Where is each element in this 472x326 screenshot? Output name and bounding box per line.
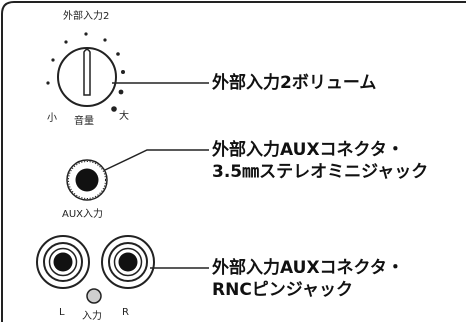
rca-jack-left[interactable] [36,235,90,289]
callout-aux-mini-line-1: 外部入力AUXコネクタ・ [212,140,404,160]
rca-left-label: L [59,307,65,318]
input-indicator [86,288,102,304]
dial-title-label: 外部入力2 [63,11,110,22]
callout-aux-mini-line-2: 3.5㎜ステレオミニジャック [212,162,429,182]
callout-aux-mini: 外部入力AUXコネクタ・ 3.5㎜ステレオミニジャック [212,139,428,183]
dial-ticks [46,32,125,112]
aux-mini-jack[interactable] [66,159,108,201]
rca-jack-right[interactable] [101,235,155,289]
leader-lines [104,82,209,269]
panel-outline [1,1,466,322]
callout-rca-line-1: 外部入力AUXコネクタ・ [212,258,404,278]
callout-volume: 外部入力2ボリューム [212,72,376,94]
rca-right-label: R [122,307,129,318]
volume-knob[interactable] [57,47,117,107]
callout-volume-line-1: 外部入力2ボリューム [212,73,377,93]
leader-line-aux [104,149,209,171]
callout-rca-line-2: RNCピンジャック [212,280,353,300]
rca-input-label: 入力 [82,311,102,322]
aux-jack-label: AUX入力 [62,209,104,220]
dial-max-label: 大 [119,111,129,122]
dial-center-label: 音量 [74,116,94,127]
dial-min-label: 小 [47,113,57,124]
callout-rca: 外部入力AUXコネクタ・ RNCピンジャック [212,257,404,301]
